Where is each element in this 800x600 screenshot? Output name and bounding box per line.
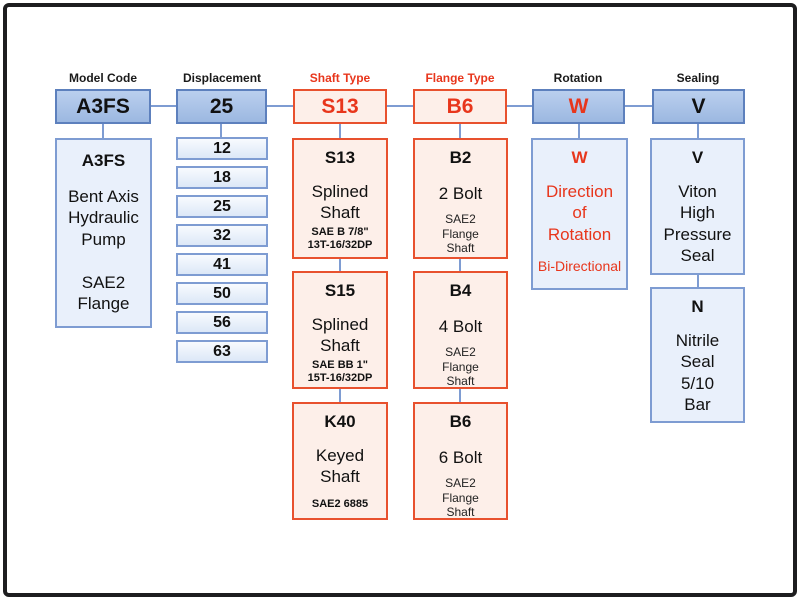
shaft-option-name: Keyed Shaft bbox=[315, 446, 365, 487]
connector-model-displacement bbox=[151, 105, 176, 107]
connector-sealing-v bbox=[697, 124, 699, 138]
connector-rotation-detail bbox=[578, 124, 580, 138]
column-header-sealing: Sealing bbox=[676, 71, 720, 85]
shaft-option-spec: SAE2 6885 bbox=[311, 497, 369, 510]
connector-displacement-list bbox=[220, 124, 222, 137]
shaft-option-s13: S13 Splined Shaft SAE B 7/8" 13T-16/32DP bbox=[292, 138, 388, 259]
flange-option-code: B4 bbox=[449, 281, 472, 300]
model-code-detail-description: Bent Axis Hydraulic Pump SAE2 Flange bbox=[68, 187, 139, 314]
rotation-detail-note: Bi-Directional bbox=[537, 258, 622, 275]
shaft-option-code: K40 bbox=[324, 412, 356, 431]
displacement-code-box: 25 bbox=[176, 89, 267, 124]
flange-option-b4: B4 4 Bolt SAE2 Flange Shaft bbox=[413, 271, 508, 389]
connector-flange-rotation bbox=[507, 105, 532, 107]
connector-b2-b4 bbox=[459, 259, 461, 271]
flange-option-code: B6 bbox=[449, 412, 472, 431]
rotation-detail-box: W Direction of Rotation Bi-Directional bbox=[531, 138, 628, 290]
shaft-option-s15: S15 Splined Shaft SAE BB 1" 15T-16/32DP bbox=[292, 271, 388, 389]
rotation-detail-code: W bbox=[571, 148, 588, 167]
column-header-shaft-type: Shaft Type bbox=[309, 71, 371, 85]
column-header-flange-type: Flange Type bbox=[425, 71, 495, 85]
model-code-box: A3FS bbox=[55, 89, 151, 124]
flange-option-b2: B2 2 Bolt SAE2 Flange Shaft bbox=[413, 138, 508, 259]
flange-option-spec: SAE2 Flange Shaft bbox=[442, 476, 479, 519]
connector-flange-b2 bbox=[459, 124, 461, 138]
displacement-option: 25 bbox=[176, 195, 268, 218]
connector-rotation-sealing bbox=[625, 105, 652, 107]
shaft-option-name: Splined Shaft bbox=[311, 315, 369, 356]
column-header-model-code: Model Code bbox=[69, 71, 137, 85]
connector-s13-s15 bbox=[339, 259, 341, 271]
sealing-option-description: Viton High Pressure Seal bbox=[663, 182, 732, 266]
column-header-displacement: Displacement bbox=[182, 71, 262, 85]
sealing-option-code: N bbox=[691, 297, 704, 316]
sealing-option-v: V Viton High Pressure Seal bbox=[650, 138, 745, 275]
displacement-option: 41 bbox=[176, 253, 268, 276]
displacement-option: 50 bbox=[176, 282, 268, 305]
shaft-option-code: S13 bbox=[324, 148, 356, 167]
flange-option-b6: B6 6 Bolt SAE2 Flange Shaft bbox=[413, 402, 508, 520]
displacement-option: 18 bbox=[176, 166, 268, 189]
flange-option-code: B2 bbox=[449, 148, 472, 167]
connector-b4-b6 bbox=[459, 389, 461, 402]
connector-displacement-shaft bbox=[267, 105, 293, 107]
rotation-code-box: W bbox=[532, 89, 625, 124]
flange-option-name: 4 Bolt bbox=[438, 317, 483, 336]
flange-option-name: 6 Bolt bbox=[438, 448, 483, 467]
displacement-option: 32 bbox=[176, 224, 268, 247]
flange-option-spec: SAE2 Flange Shaft bbox=[442, 212, 479, 255]
flange-option-name: 2 Bolt bbox=[438, 184, 483, 203]
flange-option-spec: SAE2 Flange Shaft bbox=[442, 345, 479, 388]
shaft-option-name: Splined Shaft bbox=[311, 182, 369, 223]
sealing-option-code: V bbox=[691, 148, 704, 167]
shaft-option-spec: SAE BB 1" 15T-16/32DP bbox=[307, 358, 373, 384]
rotation-detail-description: Direction of Rotation bbox=[545, 182, 614, 244]
connector-shaft-flange bbox=[387, 105, 413, 107]
shaft-option-spec: SAE B 7/8" 13T-16/32DP bbox=[307, 225, 373, 251]
column-header-rotation: Rotation bbox=[553, 71, 603, 85]
displacement-option: 12 bbox=[176, 137, 268, 160]
sealing-option-n: N Nitrile Seal 5/10 Bar bbox=[650, 287, 745, 423]
flange-type-code-box: B6 bbox=[413, 89, 507, 124]
model-code-detail-title: A3FS bbox=[81, 151, 126, 170]
connector-s15-k40 bbox=[339, 389, 341, 402]
sealing-option-description: Nitrile Seal 5/10 Bar bbox=[675, 331, 720, 415]
shaft-option-code: S15 bbox=[324, 281, 356, 300]
connector-v-n bbox=[697, 275, 699, 287]
connector-model-detail bbox=[102, 124, 104, 138]
sealing-code-box: V bbox=[652, 89, 745, 124]
model-code-detail-box: A3FS Bent Axis Hydraulic Pump SAE2 Flang… bbox=[55, 138, 152, 328]
displacement-option: 63 bbox=[176, 340, 268, 363]
connector-shaft-s13 bbox=[339, 124, 341, 138]
displacement-option: 56 bbox=[176, 311, 268, 334]
shaft-option-k40: K40 Keyed Shaft SAE2 6885 bbox=[292, 402, 388, 520]
displacement-options-list: 12 18 25 32 41 50 56 63 bbox=[176, 137, 268, 363]
shaft-type-code-box: S13 bbox=[293, 89, 387, 124]
